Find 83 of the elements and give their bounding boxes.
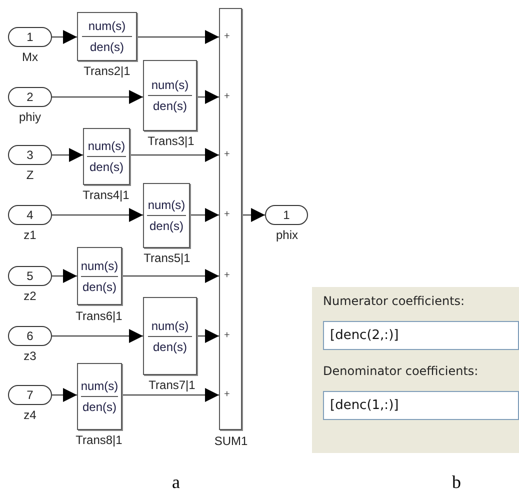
port-number: 1 [26, 30, 34, 44]
parameter-panel [312, 287, 519, 453]
denominator-text: den(s) [149, 219, 184, 233]
numerator-text: num(s) [151, 78, 189, 92]
numerator-text: num(s) [80, 379, 118, 393]
signal-arrow [52, 148, 84, 162]
numerator-text: num(s) [80, 258, 118, 272]
block-name: Trans5|1 [142, 251, 192, 265]
transfer-function-block [77, 12, 137, 61]
denominator-text: den(s) [89, 160, 124, 174]
field-label: Denominator coefficients: [323, 363, 480, 379]
signal-arrow [52, 329, 144, 343]
signal-arrow [122, 269, 220, 283]
input-field: [denc(2,:)] [323, 321, 519, 350]
block-name: Trans3|1 [146, 134, 196, 148]
port-number: 6 [26, 329, 34, 343]
signal-arrow [52, 30, 78, 44]
port-block [8, 385, 52, 405]
transfer-function-block [83, 128, 130, 185]
denominator-text: den(s) [152, 99, 187, 113]
signal-arrow [136, 30, 220, 44]
signal-arrow [52, 208, 144, 222]
input-field: [denc(1,:)] [323, 391, 519, 420]
numerator-text: num(s) [88, 19, 126, 33]
panel-letter: b [452, 472, 461, 492]
field-label: Numerator coefficients: [323, 293, 466, 309]
block-name: phix [274, 228, 299, 242]
block-name: Trans7|1 [148, 378, 196, 392]
port-block [8, 87, 52, 107]
transfer-function-block [143, 60, 197, 131]
block-name: Z [25, 168, 35, 182]
port-number: 1 [283, 208, 290, 222]
port-number: 2 [26, 90, 34, 104]
denominator-text: den(s) [152, 340, 187, 354]
port-number: 7 [26, 388, 34, 402]
signal-arrow [122, 388, 220, 402]
port-block [265, 205, 308, 225]
signal-arrow [242, 208, 266, 222]
denominator-text: den(s) [90, 40, 124, 54]
numerator-text: num(s) [88, 139, 126, 153]
numerator-text: num(s) [148, 198, 186, 212]
port-block [8, 266, 52, 286]
block-name: z4 [22, 408, 38, 422]
input-sign: + [224, 32, 230, 42]
input-sign: + [224, 210, 230, 220]
signal-arrow [196, 90, 220, 104]
sum-block [219, 8, 242, 430]
block-name: phiy [18, 110, 42, 124]
input-sign: + [224, 331, 230, 341]
transfer-function-block [77, 363, 122, 430]
block-name: Trans4|1 [82, 188, 130, 202]
port-number: 4 [26, 208, 34, 222]
input-sign: + [224, 390, 230, 400]
port-block [8, 205, 52, 225]
denominator-text: den(s) [82, 280, 116, 294]
signal-arrow [190, 208, 220, 222]
transfer-function-block [143, 297, 197, 375]
port-number: 5 [26, 269, 34, 283]
port-block [8, 326, 52, 346]
block-name: z3 [22, 349, 38, 363]
input-sign: + [224, 150, 230, 160]
numerator-text: num(s) [151, 318, 189, 332]
block-name: Trans8|1 [74, 433, 124, 447]
signal-arrow [52, 90, 144, 104]
signal-arrow [196, 329, 220, 343]
port-block [8, 27, 52, 47]
transfer-function-block [143, 183, 190, 248]
port-block [8, 145, 52, 165]
signal-arrow [52, 269, 78, 283]
denominator-text: den(s) [82, 400, 116, 414]
panel-letter: a [172, 472, 180, 492]
block-name: Mx [21, 50, 39, 64]
input-sign: + [224, 271, 230, 281]
block-name: z1 [22, 228, 38, 242]
block-name: SUM1 [213, 434, 249, 448]
port-number: 3 [26, 148, 34, 162]
block-name: Trans6|1 [74, 309, 124, 323]
block-name: z2 [22, 289, 38, 303]
input-sign: + [224, 92, 230, 102]
signal-arrow [130, 148, 220, 162]
signal-arrow [52, 388, 78, 402]
transfer-function-block [77, 247, 122, 305]
block-name: Trans2|1 [82, 64, 132, 78]
